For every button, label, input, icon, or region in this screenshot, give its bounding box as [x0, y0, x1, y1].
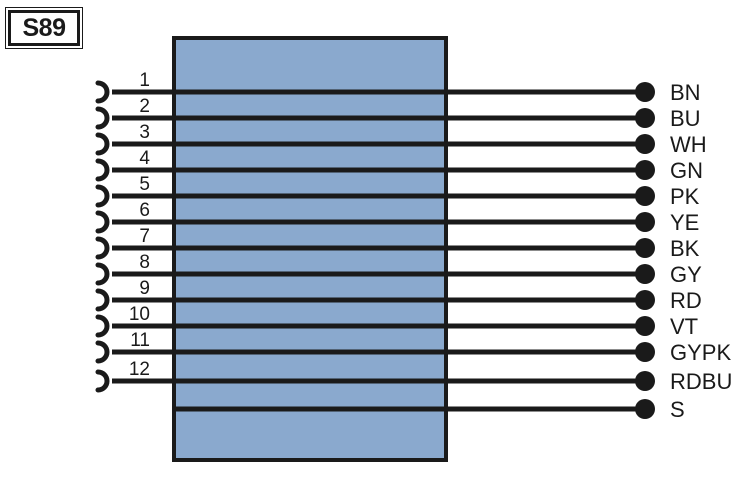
pin-number-label: 10 — [129, 304, 150, 325]
pin-terminal-hook-icon — [95, 106, 110, 130]
pin-row: 2 BU — [95, 96, 701, 131]
pin-row: 3 WH — [95, 122, 707, 157]
wire-code-label: PK — [670, 184, 700, 209]
wire-code-label: BU — [670, 106, 701, 131]
terminal-dot-icon — [635, 134, 655, 154]
pin-row: 10 VT — [95, 304, 698, 339]
pin-row: 8 GY — [95, 252, 702, 287]
pin-number-label: 7 — [139, 226, 150, 247]
wire-code-label: GYPK — [670, 340, 731, 365]
terminal-dot-icon — [635, 316, 655, 336]
pin-layer: 1 BN 2 BU 3 WH 4 GN 5 PK 6 YE 7 BK 8 GY 9 RD 10 VT 11 GYPK 12 R… — [95, 70, 732, 422]
pin-terminal-hook-icon — [95, 210, 110, 234]
pin-row: 12 RDBU — [95, 359, 732, 394]
terminal-dot-icon — [635, 399, 655, 419]
pin-row: 4 GN — [95, 148, 703, 183]
pin-number-label: 6 — [139, 200, 150, 221]
pin-number-label: 5 — [139, 174, 150, 195]
pin-row: S — [172, 397, 685, 422]
pin-row: 1 BN — [95, 70, 701, 105]
wire-code-label: S — [670, 397, 685, 422]
pin-row: 11 GYPK — [95, 330, 731, 365]
pin-row: 9 RD — [95, 278, 702, 313]
pin-number-label: 9 — [139, 278, 150, 299]
pin-terminal-hook-icon — [95, 236, 110, 260]
pin-terminal-hook-icon — [95, 158, 110, 182]
pin-terminal-hook-icon — [95, 314, 110, 338]
terminal-dot-icon — [635, 82, 655, 102]
wire-code-label: BK — [670, 236, 700, 261]
wire-code-label: GN — [670, 158, 703, 183]
wire-code-label: RD — [670, 288, 702, 313]
pin-number-label: 2 — [139, 96, 150, 117]
terminal-dot-icon — [635, 160, 655, 180]
pin-row: 6 YE — [95, 200, 699, 235]
pin-terminal-hook-icon — [95, 369, 110, 393]
pin-number-label: 11 — [130, 330, 150, 351]
pin-terminal-hook-icon — [95, 184, 110, 208]
pin-terminal-hook-icon — [95, 288, 110, 312]
pin-terminal-hook-icon — [95, 262, 110, 286]
terminal-dot-icon — [635, 290, 655, 310]
wire-code-label: GY — [670, 262, 702, 287]
pin-terminal-hook-icon — [95, 132, 110, 156]
pin-terminal-hook-icon — [95, 80, 110, 104]
designator-label: S89 — [22, 13, 66, 42]
wire-code-label: WH — [670, 132, 707, 157]
pin-number-label: 12 — [129, 359, 150, 380]
pin-number-label: 3 — [139, 122, 150, 143]
wire-code-label: RDBU — [670, 369, 732, 394]
pin-terminal-hook-icon — [95, 340, 110, 364]
terminal-dot-icon — [635, 264, 655, 284]
terminal-dot-icon — [635, 186, 655, 206]
terminal-dot-icon — [635, 238, 655, 258]
pin-row: 5 PK — [95, 174, 700, 209]
terminal-dot-icon — [635, 108, 655, 128]
designator-tag: S89 — [6, 8, 82, 48]
pin-number-label: 8 — [139, 252, 150, 273]
wire-code-label: BN — [670, 80, 701, 105]
pin-row: 7 BK — [95, 226, 700, 261]
pin-number-label: 1 — [139, 70, 150, 91]
pin-number-label: 4 — [139, 148, 150, 169]
terminal-dot-icon — [635, 212, 655, 232]
terminal-dot-icon — [635, 371, 655, 391]
terminal-dot-icon — [635, 342, 655, 362]
wire-code-label: VT — [670, 314, 698, 339]
wire-code-label: YE — [670, 210, 699, 235]
